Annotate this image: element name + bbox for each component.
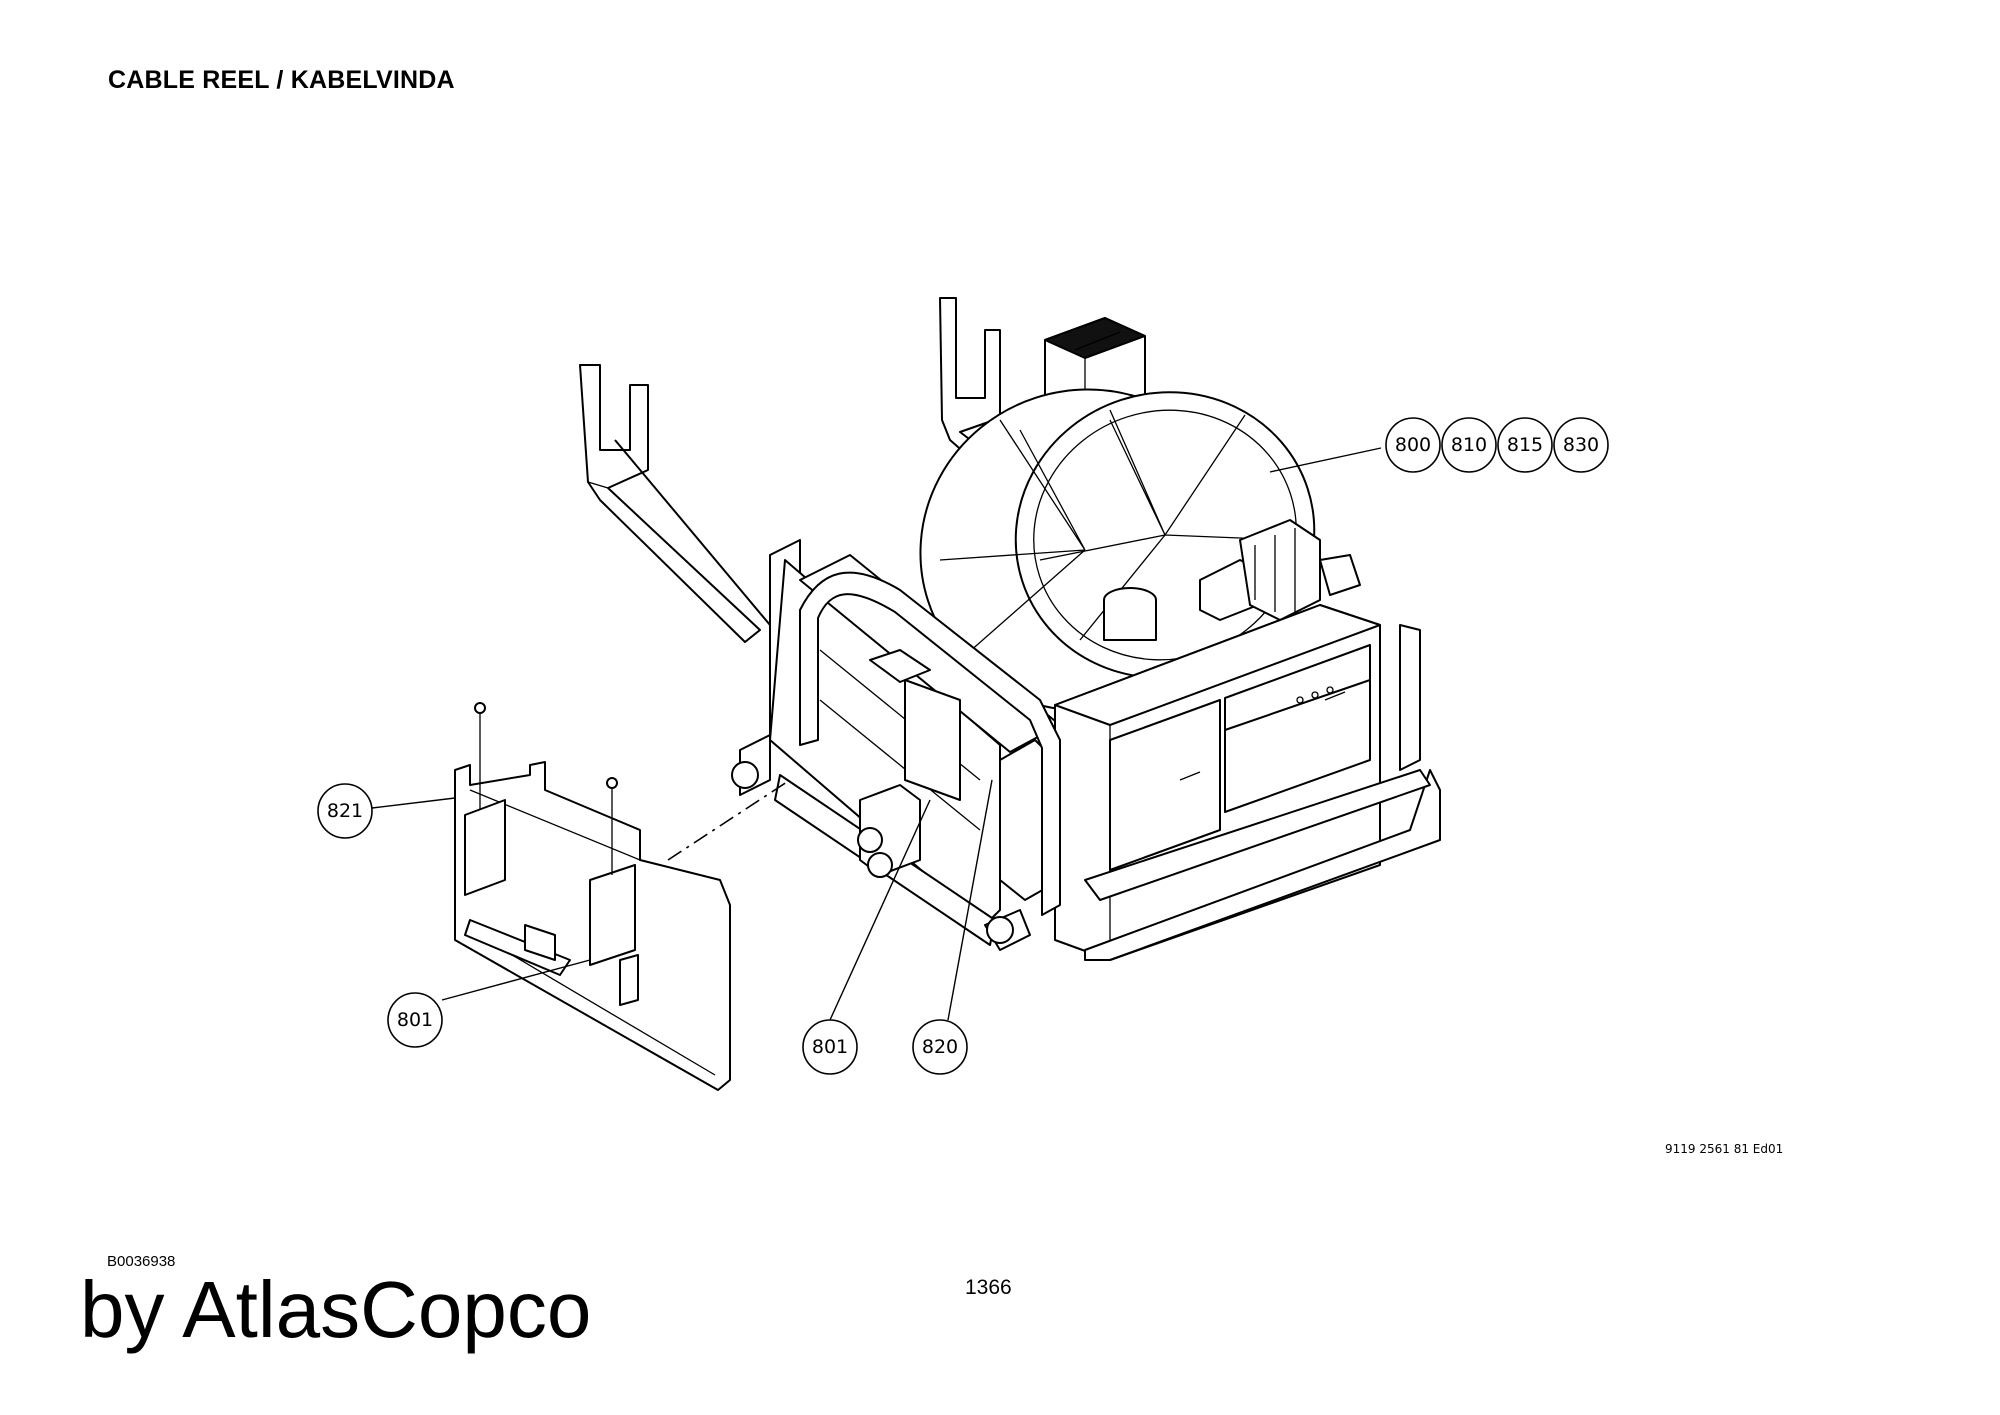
svg-text:821: 821 bbox=[327, 800, 363, 822]
balloon-830: 830 bbox=[1553, 417, 1609, 473]
protection-bar bbox=[799, 571, 1061, 916]
front-mounting-plate bbox=[454, 702, 731, 1091]
left-cable-guide-arm bbox=[579, 364, 771, 643]
svg-text:801: 801 bbox=[812, 1036, 848, 1058]
cable-reel-drum bbox=[919, 388, 1316, 712]
svg-text:801: 801 bbox=[397, 1009, 433, 1031]
page-number: 1366 bbox=[965, 1276, 1012, 1299]
brand-watermark: by AtlasCopco bbox=[80, 1265, 592, 1354]
base-skid bbox=[984, 624, 1441, 961]
slip-ring-motor bbox=[1199, 519, 1361, 621]
balloon-801-left: 801 bbox=[387, 992, 443, 1048]
balloon-821: 821 bbox=[317, 783, 373, 839]
balloon-815: 815 bbox=[1497, 417, 1553, 473]
reference-code: B0036938 bbox=[107, 1253, 176, 1270]
page-title: CABLE REEL / KABELVINDA bbox=[108, 66, 455, 94]
svg-text:810: 810 bbox=[1451, 434, 1487, 456]
balloon-820: 820 bbox=[912, 1019, 968, 1075]
drawing-number: 9119 2561 81 Ed01 bbox=[1665, 1142, 1784, 1156]
svg-text:830: 830 bbox=[1563, 434, 1599, 456]
svg-text:815: 815 bbox=[1507, 434, 1543, 456]
assembly-centerline bbox=[667, 779, 791, 861]
balloon-801-center: 801 bbox=[802, 1019, 858, 1075]
svg-text:820: 820 bbox=[922, 1036, 958, 1058]
svg-text:800: 800 bbox=[1395, 434, 1431, 456]
balloon-810: 810 bbox=[1441, 417, 1497, 473]
leader-lines bbox=[371, 447, 1382, 1021]
balloon-800: 800 bbox=[1385, 417, 1441, 473]
